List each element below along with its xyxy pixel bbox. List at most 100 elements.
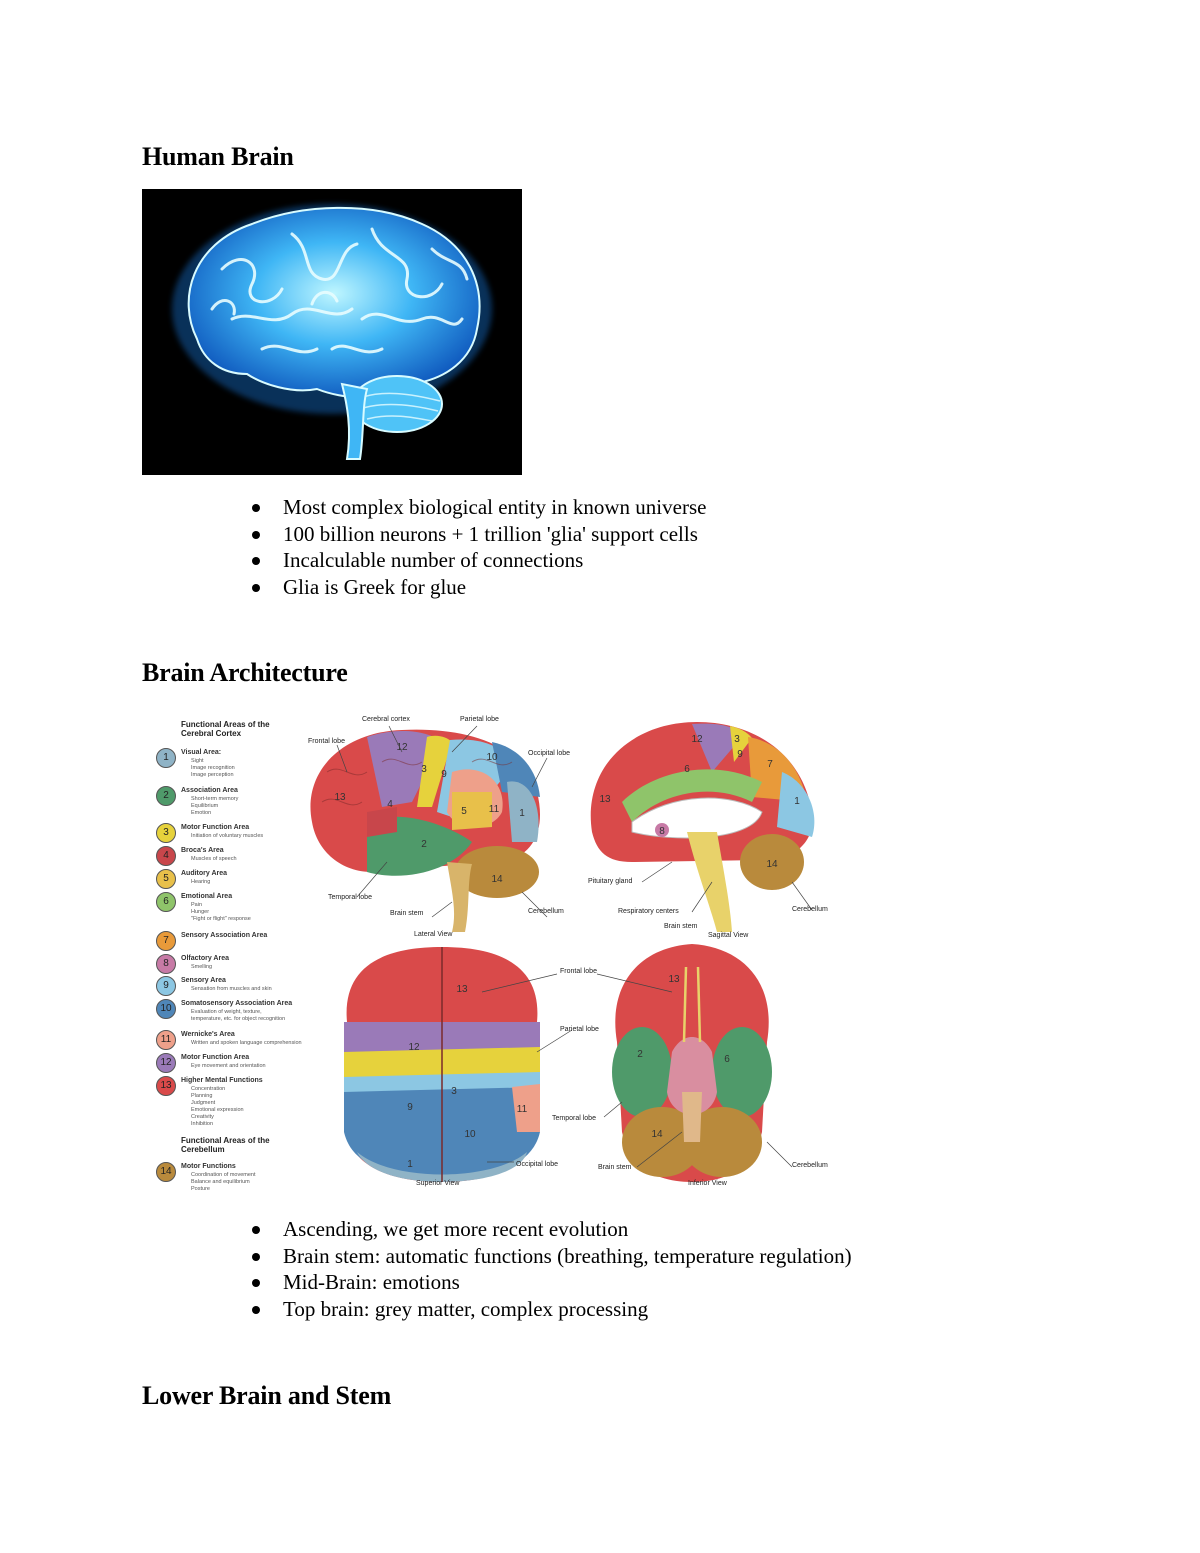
legend-item-detail: Concentration bbox=[191, 1086, 226, 1092]
occipital-lobe-label: Occipital lobe bbox=[516, 1161, 559, 1168]
view-caption: Inferior View bbox=[688, 1180, 727, 1187]
legend-number-badge: 3 bbox=[156, 823, 176, 843]
legend-item-title: Association Area bbox=[181, 787, 238, 794]
legend-item-detail: Image recognition bbox=[191, 765, 235, 771]
svg-text:1: 1 bbox=[794, 796, 800, 807]
svg-text:5: 5 bbox=[461, 806, 467, 817]
bullet-icon bbox=[252, 1252, 260, 1261]
svg-text:13: 13 bbox=[334, 792, 346, 803]
bullet-icon bbox=[252, 557, 260, 565]
legend-item-detail: Planning bbox=[191, 1093, 213, 1099]
occipital-lobe-label: Occipital lobe bbox=[528, 750, 571, 757]
legend-item-detail: Emotion bbox=[191, 810, 212, 816]
svg-text:1: 1 bbox=[519, 808, 525, 819]
section-title: Human Brain bbox=[142, 142, 294, 171]
list-item: Ascending, we get more recent evolution bbox=[246, 1216, 852, 1243]
view-caption: Lateral View bbox=[414, 931, 453, 938]
legend-item-title: Broca's Area bbox=[181, 847, 224, 854]
svg-text:13: 13 bbox=[456, 984, 468, 995]
legend-item-title: Higher Mental Functions bbox=[181, 1077, 263, 1084]
legend-number-badge: 7 bbox=[156, 931, 176, 951]
svg-text:4: 4 bbox=[387, 799, 393, 810]
svg-text:6: 6 bbox=[724, 1054, 730, 1065]
svg-text:12: 12 bbox=[396, 742, 408, 753]
svg-text:3: 3 bbox=[451, 1086, 457, 1097]
parietal-lobe-label: Parietal lobe bbox=[460, 716, 499, 723]
legend-item-title: Olfactory Area bbox=[181, 955, 229, 962]
brain-stem-label: Brain stem bbox=[598, 1164, 632, 1171]
legend-item-detail: Muscles of speech bbox=[191, 856, 237, 862]
svg-text:14: 14 bbox=[491, 874, 503, 885]
svg-text:3: 3 bbox=[421, 764, 427, 775]
list-item: 100 billion neurons + 1 trillion 'glia' … bbox=[246, 521, 706, 548]
brain-stem-label: Brain stem bbox=[390, 910, 424, 917]
legend-item-title: Emotional Area bbox=[181, 893, 233, 900]
legend-title: Functional Areas of the Cerebral Cortex bbox=[181, 720, 270, 738]
legend-number-badge: 2 bbox=[156, 786, 176, 806]
svg-text:13: 13 bbox=[599, 794, 611, 805]
svg-text:14: 14 bbox=[651, 1129, 663, 1140]
cerebellum-legend-title: Functional Areas of the Cerebellum bbox=[181, 1136, 270, 1154]
svg-text:1: 1 bbox=[407, 1159, 413, 1170]
pituitary-gland-label: Pituitary gland bbox=[588, 878, 633, 885]
list-item: Top brain: grey matter, complex processi… bbox=[246, 1296, 852, 1323]
legend-number-badge: 14 bbox=[156, 1162, 176, 1182]
cerebellum-label: Cerebellum bbox=[792, 906, 828, 913]
cerebellum-label: Cerebellum bbox=[528, 908, 564, 915]
legend-number-badge: 1 bbox=[156, 748, 176, 768]
legend-item-detail: Posture bbox=[191, 1186, 210, 1192]
legend-item-detail: Judgment bbox=[191, 1100, 216, 1106]
legend-item-title: Sensory Association Area bbox=[181, 932, 268, 939]
legend-item-detail: Initiation of voluntary muscles bbox=[191, 833, 264, 839]
svg-text:11: 11 bbox=[489, 804, 500, 815]
legend-item-detail: Emotional expression bbox=[191, 1107, 244, 1113]
legend-item-detail: Image perception bbox=[191, 772, 234, 778]
frontal-lobe-label: Frontal lobe bbox=[308, 738, 345, 745]
legend-number-badge: 6 bbox=[156, 892, 176, 912]
view-caption: Sagittal View bbox=[708, 932, 749, 939]
legend-item-title: Somatosensory Association Area bbox=[181, 1000, 293, 1007]
svg-text:8: 8 bbox=[659, 826, 665, 837]
legend-item-detail: "Fight or flight" response bbox=[191, 916, 251, 922]
legend-number-badge: 11 bbox=[156, 1030, 176, 1050]
temporal-lobe-label: Temporal lobe bbox=[552, 1115, 596, 1122]
legend-number-badge: 9 bbox=[156, 976, 176, 996]
legend-item-title: Auditory Area bbox=[181, 870, 228, 877]
svg-text:10: 10 bbox=[464, 1129, 476, 1140]
legend-number-badge: 13 bbox=[156, 1076, 176, 1096]
svg-text:12: 12 bbox=[408, 1042, 420, 1053]
bullet-icon bbox=[252, 583, 260, 592]
legend-number-badge: 8 bbox=[156, 954, 176, 974]
brain-stem-label: Brain stem bbox=[664, 923, 698, 930]
svg-text:11: 11 bbox=[517, 1104, 528, 1115]
legend-item-title: Motor Function Area bbox=[181, 824, 250, 831]
legend-item-title: Visual Area: bbox=[181, 749, 222, 756]
cerebellum-label: Cerebellum bbox=[792, 1162, 828, 1169]
legend-item-detail: Inhibition bbox=[191, 1121, 214, 1127]
legend-item-detail: Creativity bbox=[191, 1114, 214, 1120]
temporal-lobe-label: Temporal lobe bbox=[328, 894, 372, 901]
bullet-icon bbox=[252, 1305, 260, 1314]
section-title: Lower Brain and Stem bbox=[142, 1381, 392, 1410]
legend-item-title: Motor Function Area bbox=[181, 1054, 250, 1061]
legend-number-badge: 4 bbox=[156, 846, 176, 866]
frontal-lobe-label: Frontal lobe bbox=[560, 968, 597, 975]
legend-item-detail: Hearing bbox=[191, 879, 211, 885]
legend-item-detail: Sensation from muscles and skin bbox=[191, 986, 272, 992]
legend-item-detail: Eye movement and orientation bbox=[191, 1063, 266, 1069]
svg-text:9: 9 bbox=[407, 1102, 413, 1113]
respiratory-centers-label: Respiratory centers bbox=[618, 908, 679, 915]
legend-item-detail: Equilibrium bbox=[191, 803, 219, 809]
brain-anatomy-diagram: Functional Areas of the Cerebral Cortex … bbox=[152, 712, 842, 1202]
legend-number-badge: 12 bbox=[156, 1053, 176, 1073]
svg-text:2: 2 bbox=[637, 1049, 643, 1060]
legend-item-detail: Balance and equilibrium bbox=[191, 1179, 250, 1185]
legend-item-detail: Pain bbox=[191, 902, 203, 908]
legend-item-title: Motor Functions bbox=[181, 1163, 236, 1170]
legend-item-title: Sensory Area bbox=[181, 977, 226, 984]
